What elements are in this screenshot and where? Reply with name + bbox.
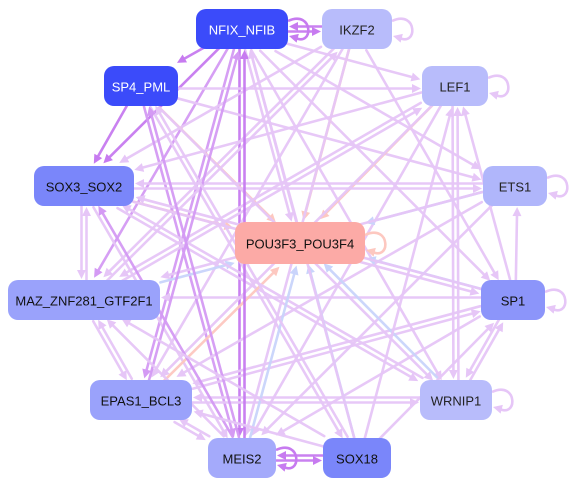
edge-sox3-to-meis2 xyxy=(92,205,228,439)
self-loop-ets1 xyxy=(546,174,569,200)
node-box xyxy=(104,66,178,106)
edge-pou3f3-to-nfix xyxy=(248,49,299,223)
node-meis2[interactable]: MEIS2 xyxy=(208,438,276,478)
node-box xyxy=(90,380,192,420)
node-label: EPAS1_BCL3 xyxy=(101,394,182,409)
node-box xyxy=(235,222,365,264)
edge-lef1-to-wrnip1 xyxy=(448,104,458,380)
node-label: SOX18 xyxy=(336,452,378,467)
edge-sox3-to-ets1 xyxy=(132,184,482,193)
self-loop-nfix xyxy=(287,17,310,43)
edge-epas1-to-sp1 xyxy=(191,309,481,391)
node-label: WRNIP1 xyxy=(431,394,482,409)
node-label: NFIX_NFIB xyxy=(209,23,275,38)
edge-maz-to-lef1 xyxy=(118,107,423,284)
edge-maz-to-sox3 xyxy=(82,207,91,282)
node-sp1[interactable]: SP1 xyxy=(481,280,545,320)
edge-sox18-to-epas1 xyxy=(193,409,325,448)
edge-lef1-to-sox3 xyxy=(134,91,423,172)
self-loop-wrnip1 xyxy=(491,388,514,414)
edge-meis2-to-sox3 xyxy=(98,205,234,439)
node-epas1[interactable]: EPAS1_BCL3 xyxy=(90,380,192,420)
edge-epas1-to-maz xyxy=(98,319,134,381)
node-label: SP4_PML xyxy=(112,80,171,95)
edge-nfix-to-sp4 xyxy=(176,45,207,63)
node-box xyxy=(8,280,160,320)
node-nfix[interactable]: NFIX_NFIB xyxy=(196,9,288,49)
edge-wrnip1-to-epas1 xyxy=(193,393,422,402)
node-box xyxy=(208,438,276,478)
edges-layer xyxy=(77,22,522,465)
edge-ets1-to-epas1 xyxy=(176,200,484,377)
node-box xyxy=(322,9,392,49)
node-label: LEF1 xyxy=(439,80,470,95)
edge-meis2-to-sp4 xyxy=(147,106,241,439)
node-lef1[interactable]: LEF1 xyxy=(422,66,488,106)
edge-maz-to-ikzf2 xyxy=(104,51,338,284)
edge-wrnip1-to-sp1 xyxy=(468,322,504,383)
edge-nfix-to-lef1 xyxy=(286,42,421,82)
edge-sp1-to-ets1 xyxy=(512,207,522,282)
self-loop-lef1 xyxy=(487,74,510,100)
edge-wrnip1-to-pou3f3 xyxy=(323,263,440,380)
node-box xyxy=(323,438,391,478)
node-ikzf2[interactable]: IKZF2 xyxy=(322,9,392,49)
node-ets1[interactable]: ETS1 xyxy=(483,166,547,206)
node-box xyxy=(420,380,492,420)
edge-sp1-to-wrnip1 xyxy=(465,317,501,378)
node-label: SOX3_SOX2 xyxy=(46,180,123,195)
node-label: POU3F3_POU3F4 xyxy=(246,237,354,252)
self-loop-sp1 xyxy=(544,288,567,314)
edge-nfix-to-ikzf2 xyxy=(286,27,321,36)
edge-ikzf2-to-maz xyxy=(103,45,337,278)
node-label: ETS1 xyxy=(499,180,532,195)
edge-sox18-to-maz xyxy=(121,318,326,438)
edge-sp1-to-maz xyxy=(161,293,483,302)
edge-ets1-to-sox3 xyxy=(135,179,485,188)
node-sp4[interactable]: SP4_PML xyxy=(104,66,178,106)
edge-ikzf2-to-epas1 xyxy=(151,46,345,378)
node-box xyxy=(481,280,545,320)
self-loop-meis2 xyxy=(275,446,298,472)
node-pou3f3[interactable]: POU3F3_POU3F4 xyxy=(235,222,365,264)
node-box xyxy=(422,66,488,106)
node-label: IKZF2 xyxy=(339,23,374,38)
edge-wrnip1-to-lef1 xyxy=(453,106,463,382)
edge-sox18-to-sp4 xyxy=(155,105,349,439)
edge-epas1-to-nfix xyxy=(147,50,241,382)
node-box xyxy=(483,166,547,206)
node-label: MEIS2 xyxy=(222,452,261,467)
edge-sp4-to-lef1 xyxy=(176,84,421,93)
edge-maz-to-epas1 xyxy=(91,319,127,381)
node-wrnip1[interactable]: WRNIP1 xyxy=(420,380,492,420)
self-loops-layer xyxy=(275,17,569,472)
edge-nfix-to-epas1 xyxy=(142,47,236,379)
edge-sox18-to-lef1 xyxy=(363,107,454,440)
edge-sox18-to-meis2 xyxy=(277,451,325,460)
node-box xyxy=(196,9,288,49)
edge-epas1-to-pou3f3 xyxy=(161,266,280,384)
node-box xyxy=(34,166,134,206)
self-loop-pou3f3 xyxy=(364,231,387,257)
edge-wrnip1-to-sox3 xyxy=(121,204,424,380)
edge-meis2-to-epas1 xyxy=(178,418,211,438)
node-label: MAZ_ZNF281_GTF2F1 xyxy=(15,294,152,309)
self-loop-ikzf2 xyxy=(391,17,414,43)
node-sox18[interactable]: SOX18 xyxy=(323,438,391,478)
edge-meis2-to-pou3f3 xyxy=(248,265,299,440)
edge-sp4-to-ets1 xyxy=(176,97,482,182)
edge-sp4-to-sox3 xyxy=(93,103,129,164)
edge-sox3-to-maz xyxy=(77,204,86,279)
node-maz[interactable]: MAZ_ZNF281_GTF2F1 xyxy=(8,280,160,320)
node-sox3[interactable]: SOX3_SOX2 xyxy=(34,166,134,206)
edge-epas1-to-meis2 xyxy=(173,420,206,441)
node-label: SP1 xyxy=(501,294,526,309)
